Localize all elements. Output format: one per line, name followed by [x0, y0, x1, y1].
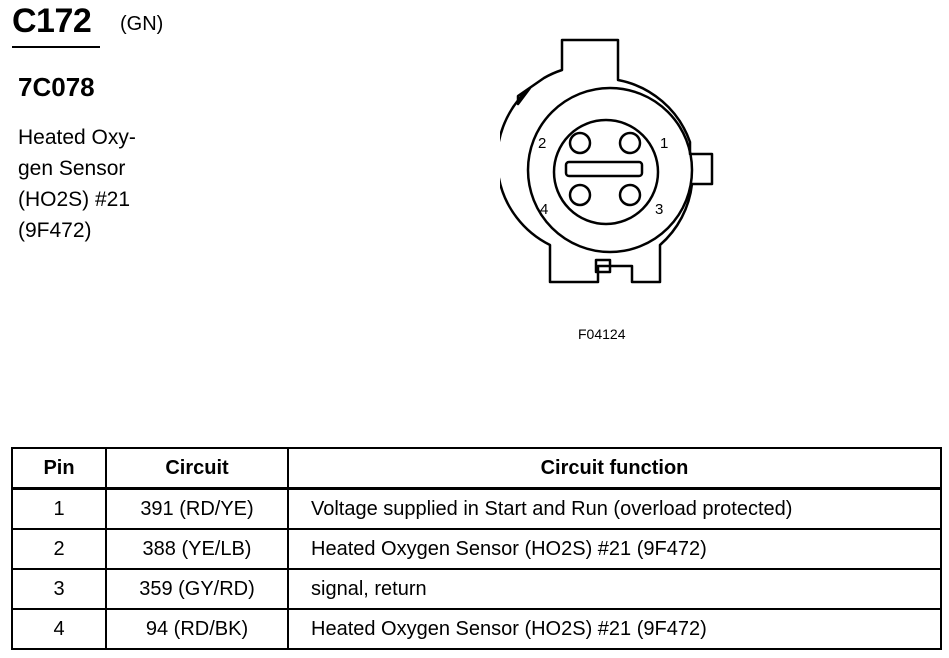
pin-1-socket — [618, 131, 642, 155]
table-row: 3 359 (GY/RD) signal, return — [11, 568, 942, 610]
key-bar — [564, 160, 644, 178]
pin-4-socket — [568, 183, 592, 207]
pin-cell: 4 — [11, 608, 107, 650]
component-name: Heated Oxy- gen Sensor (HO2S) #21 (9F472… — [18, 122, 183, 246]
column-header-circuit: Circuit — [105, 447, 289, 490]
pin-cell: 1 — [11, 487, 107, 530]
column-header-pin: Pin — [11, 447, 107, 490]
figure-code: F04124 — [578, 326, 626, 342]
circuit-cell: 391 (RD/YE) — [105, 487, 289, 530]
pin-cell: 2 — [11, 528, 107, 570]
pin-cell: 3 — [11, 568, 107, 610]
lock-tab — [594, 258, 612, 274]
table-row: 4 94 (RD/BK) Heated Oxygen Sensor (HO2S)… — [11, 608, 942, 650]
pin-3-socket — [618, 183, 642, 207]
pinout-table: Pin Circuit Circuit function 1 391 (RD/Y… — [11, 447, 942, 650]
function-cell: Heated Oxygen Sensor (HO2S) #21 (9F472) — [287, 528, 942, 570]
function-cell: Heated Oxygen Sensor (HO2S) #21 (9F472) — [287, 608, 942, 650]
pin-label-1: 1 — [660, 135, 668, 152]
part-number: 7C078 — [18, 72, 95, 102]
column-header-circuit-function: Circuit function — [287, 447, 942, 490]
pin-label-3: 3 — [655, 201, 663, 218]
component-name-line: (HO2S) #21 — [18, 188, 131, 211]
connector-inner-rim — [526, 86, 694, 254]
connector-color: (GN) — [120, 13, 164, 35]
connector-id: C172 — [12, 2, 92, 40]
component-name-line: gen Sensor — [18, 157, 126, 180]
pin-cavity-ring — [552, 118, 660, 226]
connector-id-underline — [12, 46, 100, 48]
connector-housing — [500, 38, 714, 284]
connector-face-diagram: 2 1 4 3 — [500, 38, 714, 284]
pin-label-2: 2 — [538, 135, 546, 152]
function-cell: signal, return — [287, 568, 942, 610]
circuit-cell: 94 (RD/BK) — [105, 608, 289, 650]
function-cell: Voltage supplied in Start and Run (overl… — [287, 487, 942, 530]
pin-label-4: 4 — [540, 201, 548, 218]
component-name-line: Heated Oxy- — [18, 126, 136, 149]
table-row: 1 391 (RD/YE) Voltage supplied in Start … — [11, 487, 942, 530]
pin-2-socket — [568, 131, 592, 155]
circuit-cell: 359 (GY/RD) — [105, 568, 289, 610]
component-name-line: (9F472) — [18, 219, 92, 242]
table-row: 2 388 (YE/LB) Heated Oxygen Sensor (HO2S… — [11, 528, 942, 570]
circuit-cell: 388 (YE/LB) — [105, 528, 289, 570]
table-header-row: Pin Circuit Circuit function — [11, 447, 942, 490]
